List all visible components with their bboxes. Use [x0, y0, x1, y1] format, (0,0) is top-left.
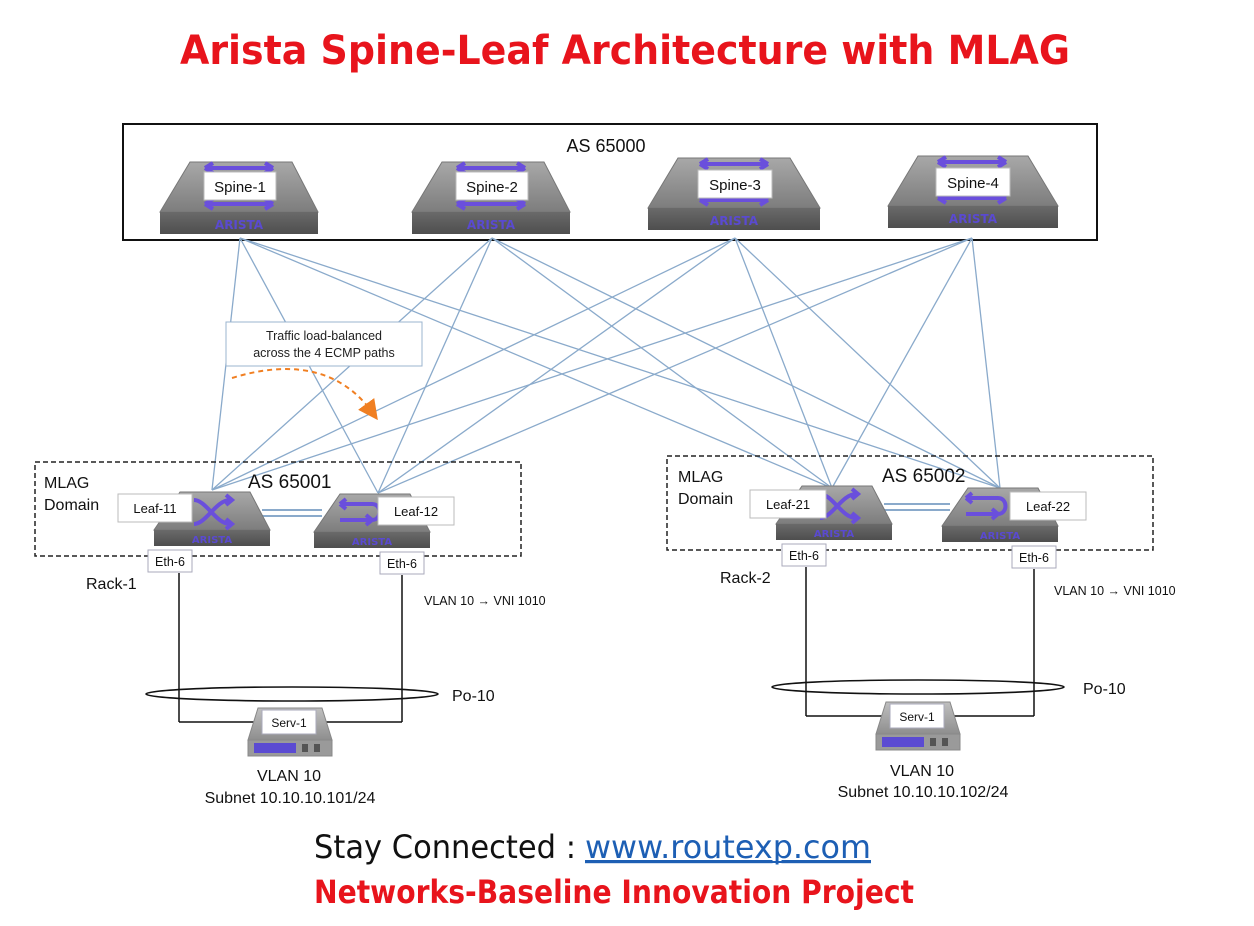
leaf-21-brand: ARISTA: [814, 529, 854, 540]
port-label-leaf-12: Eth-6: [387, 557, 417, 571]
port-channel-ellipse-2: [771, 679, 1065, 695]
leaf-switch-22: ARISTA Leaf-22: [941, 487, 1087, 542]
port-label-leaf-11: Eth-6: [155, 555, 185, 569]
vlan-vni-map-1: VLAN 10 → VNI 1010: [424, 594, 546, 608]
server-2: Serv-1: [875, 701, 961, 751]
server-1-label: Serv-1: [271, 716, 307, 730]
server-2-label: Serv-1: [899, 710, 935, 724]
port-label-leaf-22: Eth-6: [1019, 551, 1049, 565]
leaf-22-brand: ARISTA: [980, 531, 1020, 542]
leaf-switch-11: ARISTA Leaf-11: [117, 491, 271, 546]
po-label-1: Po-10: [452, 688, 495, 705]
spine-switch-4: ARISTA Spine-4: [887, 155, 1059, 228]
as-label-rack-1: AS 65001: [248, 472, 331, 493]
stay-connected-label: Stay Connected :: [314, 828, 576, 866]
leaf-11-label: Leaf-11: [133, 501, 176, 516]
uplinks: [211, 237, 1001, 494]
callout-line-2: across the 4 ECMP paths: [253, 346, 395, 360]
server-subnet-1: Subnet 10.10.10.101/24: [205, 790, 376, 807]
rack-1: MLAG Domain AS 65001 ARISTA Leaf-11 ARIS…: [34, 461, 546, 807]
server-1: Serv-1: [247, 707, 333, 757]
ecmp-callout: Traffic load-balanced across the 4 ECMP …: [225, 321, 423, 421]
leaf-12-brand: ARISTA: [352, 537, 392, 548]
arrows-icon: [203, 161, 275, 211]
project-label: Networks-Baseline Innovation Project: [314, 873, 914, 911]
spine-3-brand: ARISTA: [710, 214, 759, 228]
crossed-arrows-icon: [193, 493, 236, 531]
spine-as-box: [122, 123, 1098, 241]
leaf-22-label: Leaf-22: [1026, 499, 1070, 514]
mlag-domain-label-1b: Domain: [44, 497, 99, 514]
website-link[interactable]: www.routexp.com: [585, 828, 871, 866]
spine-4-brand: ARISTA: [949, 212, 998, 226]
spine-switch-1: ARISTA Spine-1: [159, 161, 319, 234]
rack-label-2: Rack-2: [720, 570, 771, 587]
mlag-domain-box-1: [34, 461, 522, 557]
mlag-domain-label-2a: MLAG: [678, 469, 723, 486]
port-label-leaf-21: Eth-6: [789, 549, 819, 563]
spine-4-label: Spine-4: [947, 175, 999, 192]
spine-1-brand: ARISTA: [215, 218, 264, 232]
curved-arrow-icon: [231, 368, 378, 421]
leaf-11-brand: ARISTA: [192, 535, 232, 546]
server-subnet-2: Subnet 10.10.10.102/24: [838, 784, 1009, 801]
spine-as-label: AS 65000: [566, 136, 645, 156]
callout-line-1: Traffic load-balanced: [266, 329, 382, 343]
leaf-switch-12: ARISTA Leaf-12: [313, 493, 455, 548]
leaf-21-label: Leaf-21: [766, 497, 810, 512]
server-vlan-2: VLAN 10: [890, 763, 954, 780]
leaf-12-label: Leaf-12: [394, 504, 438, 519]
server-vlan-1: VLAN 10: [257, 768, 321, 785]
spine-switch-3: ARISTA Spine-3: [647, 157, 821, 230]
loop-arrows-icon: [964, 491, 1008, 521]
mlag-domain-label-2b: Domain: [678, 491, 733, 508]
loop-arrows-icon: [338, 497, 382, 527]
port-channel-ellipse-1: [145, 686, 439, 702]
spine-2-label: Spine-2: [466, 179, 518, 196]
spine-3-label: Spine-3: [709, 177, 761, 194]
crossed-arrows-icon: [819, 487, 862, 525]
as-label-rack-2: AS 65002: [882, 466, 965, 487]
vlan-vni-map-2: VLAN 10 → VNI 1010: [1054, 584, 1176, 598]
po-label-2: Po-10: [1083, 681, 1126, 698]
spine-2-brand: ARISTA: [467, 218, 516, 232]
mlag-domain-box-2: [666, 455, 1154, 551]
rack-label-1: Rack-1: [86, 576, 137, 593]
arrows-icon: [455, 161, 527, 211]
leaf-switch-21: ARISTA Leaf-21: [749, 485, 893, 540]
spine-1-label: Spine-1: [214, 179, 266, 196]
mlag-domain-label-1a: MLAG: [44, 475, 89, 492]
spine-switch-2: ARISTA Spine-2: [411, 161, 571, 234]
rack-2: MLAG Domain AS 65002 ARISTA Leaf-21 ARIS…: [666, 455, 1176, 801]
page-title: Arista Spine-Leaf Architecture with MLAG: [180, 28, 1070, 74]
